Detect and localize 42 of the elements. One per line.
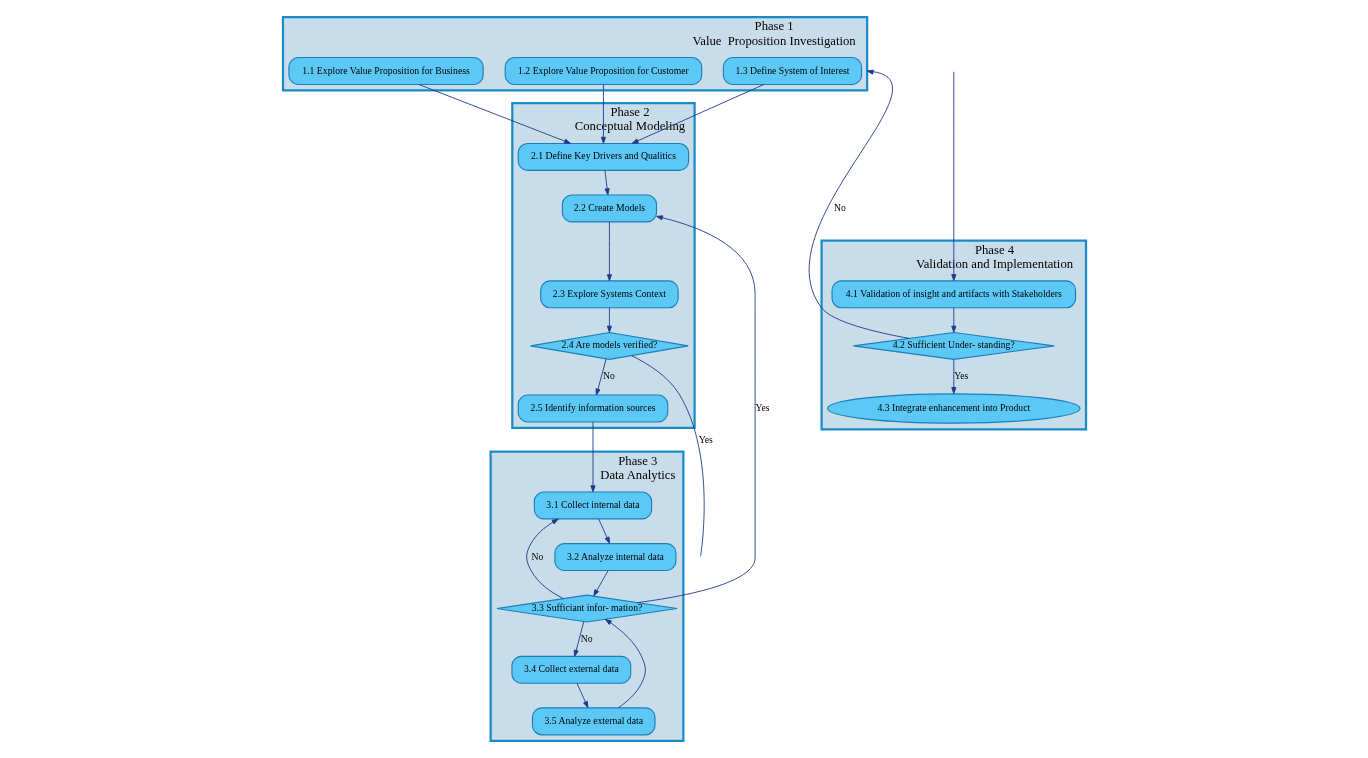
arrow xyxy=(604,170,610,196)
arrow xyxy=(606,221,612,282)
arrow xyxy=(631,84,764,144)
node-box: 3.5 Analyze external data xyxy=(531,707,656,736)
node-box: 1.2 Explore Value Proposition for Customer xyxy=(504,57,702,85)
node-box: 4.1 Validation of insight and artifacts with Stakeholders xyxy=(831,280,1076,309)
arrow xyxy=(636,215,756,604)
arrow xyxy=(592,570,609,597)
edge-label: No xyxy=(602,370,615,382)
node-box: 1.3 Define System of Interest xyxy=(722,57,862,85)
node-box: 3.4 Collect external data xyxy=(510,655,631,684)
arrow xyxy=(604,618,646,709)
edge-label: Yes xyxy=(698,434,713,446)
edge-label: No xyxy=(833,201,846,213)
edge-label: No xyxy=(530,550,543,562)
node-box: 3.2 Analyze internal data xyxy=(553,543,676,572)
node-box: 3.1 Collect internal data xyxy=(533,491,652,520)
node-box: 2.1 Define Key Drivers and Qualitics xyxy=(517,142,689,171)
arrow xyxy=(808,69,910,339)
arrow xyxy=(573,621,584,657)
edge-label: Yes xyxy=(953,370,968,382)
arrow xyxy=(589,421,596,493)
arrow xyxy=(606,307,612,333)
arrow xyxy=(525,518,564,600)
edge-label: No xyxy=(580,632,593,644)
node-box: 2.2 Create Models xyxy=(561,194,657,223)
node-box: 2.5 Identify information sources xyxy=(517,394,668,423)
node-box: 1.1 Explore Value Proposition for Business xyxy=(287,57,484,85)
node-diamond: 4.2 Sufficient Under- standing? xyxy=(852,331,1055,360)
arrow xyxy=(950,71,956,282)
arrow xyxy=(950,307,956,333)
node-ellipse: 4.3 Integrate enhancement into Product xyxy=(826,393,1081,424)
arrow xyxy=(950,359,956,394)
node-diamond: 2.4 Are models verified? xyxy=(529,331,689,360)
arrow xyxy=(417,84,571,144)
arrow xyxy=(595,358,607,396)
connector xyxy=(630,355,705,557)
arrow xyxy=(600,84,606,144)
arrow xyxy=(576,683,588,709)
edge-label: Yes xyxy=(755,402,770,414)
node-box: 2.3 Explore Systems Context xyxy=(539,280,679,309)
arrow xyxy=(597,518,610,544)
